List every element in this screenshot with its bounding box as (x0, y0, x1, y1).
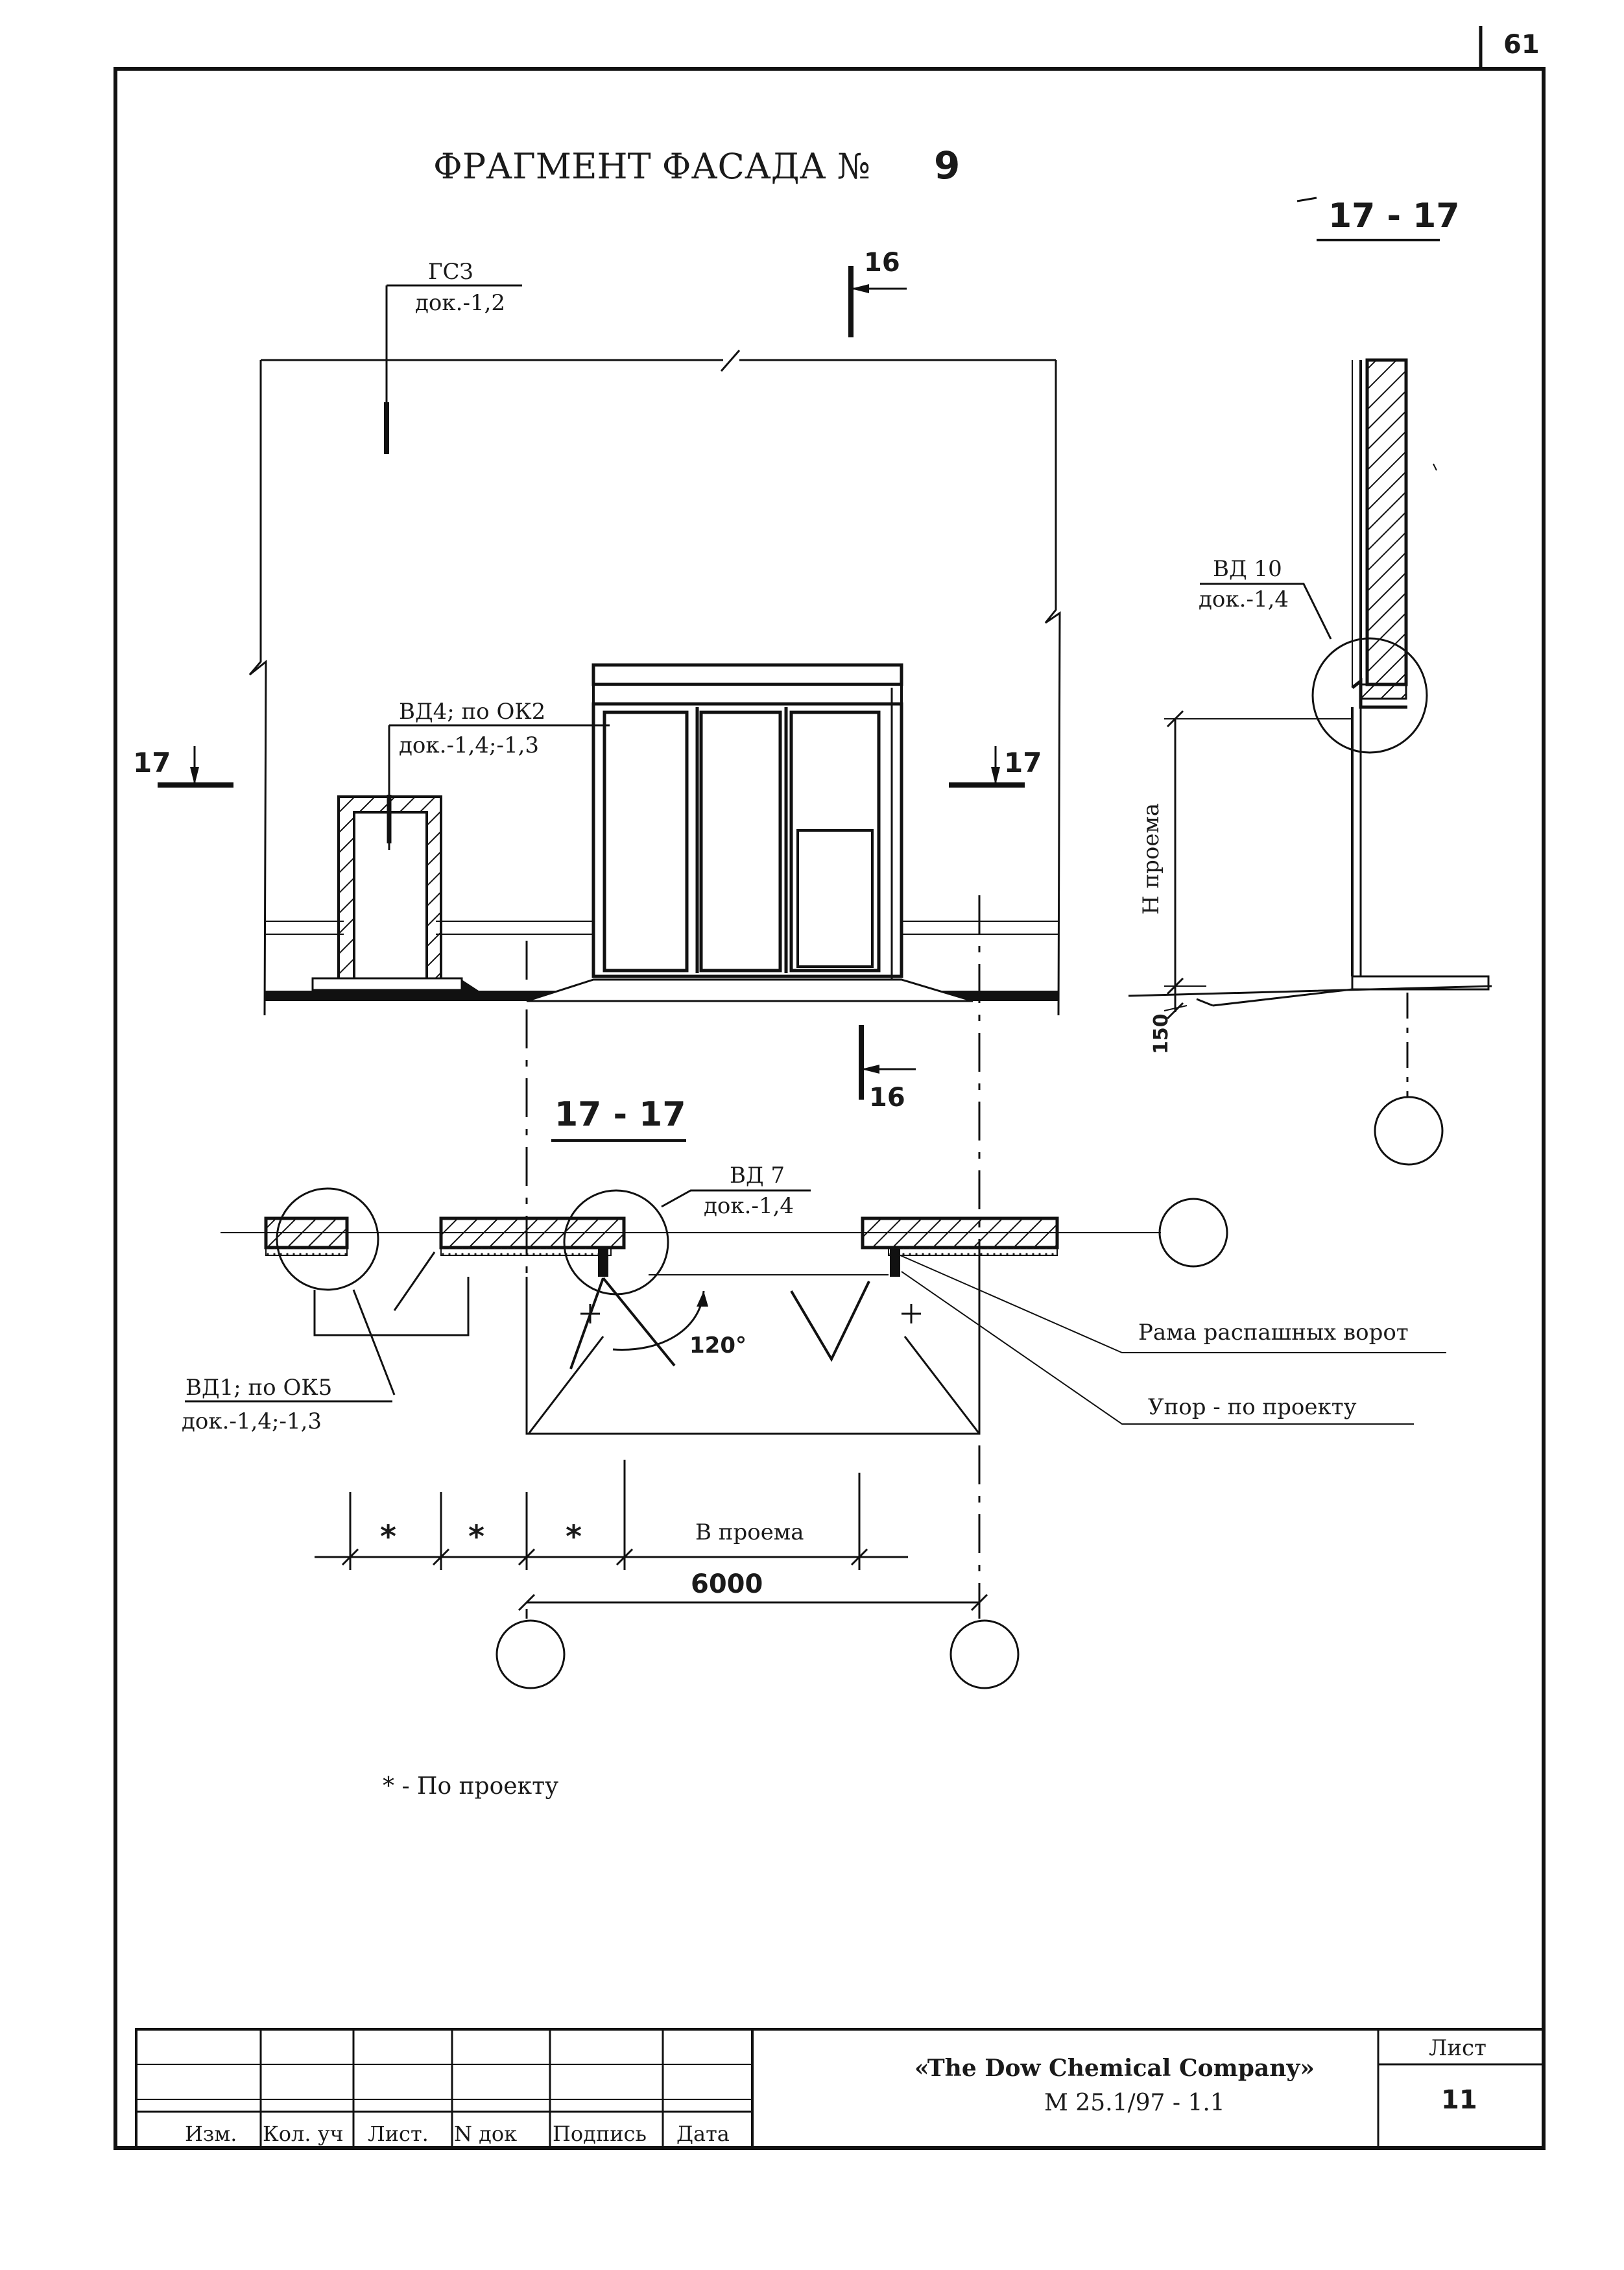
detail-circle-vd7 (563, 1189, 669, 1296)
dim-star-2: * (468, 1519, 484, 1555)
label-opening-width: В проема (695, 1519, 804, 1545)
plan-section-17-17: 17 - 17 120° ВД 7 док.- (182, 1095, 1446, 1689)
facade-elevation: ГСЗ док.-1,2 ВД4; по ОК2 док.-1,4;-1,3 1… (133, 248, 1061, 1609)
title-number: 9 (934, 143, 960, 187)
tb-col-n-dok: N док (454, 2121, 517, 2146)
callout-vd4-name: ВД4; по ОК2 (399, 699, 545, 725)
tb-col-izm: Изм. (185, 2121, 237, 2146)
callout-vd10-name: ВД 10 (1213, 556, 1282, 582)
title-block: Изм. Кол. уч Лист. N док Подпись Дата «T… (135, 2028, 1545, 2149)
side-section-title: 17 - 17 (1328, 197, 1460, 235)
axis-marker-side (1374, 1096, 1444, 1166)
side-section-17-17: 17 - 17 ВД 10 док.-1,4 Н проема 150 (1128, 197, 1492, 1166)
section-mark-16-top: 16 (864, 248, 900, 278)
callout-gs3-name: ГСЗ (428, 259, 473, 285)
section-mark-17-right: 17 (1004, 747, 1042, 779)
callout-vd7-name: ВД 7 (730, 1163, 785, 1189)
plan-section-title: 17 - 17 (555, 1095, 686, 1134)
label-gate-frame: Рама распашных ворот (1138, 1320, 1409, 1346)
callout-gs3-ref: док.-1,2 (415, 290, 505, 316)
callout-vd7-ref: док.-1,4 (704, 1193, 794, 1219)
tb-col-data: Дата (676, 2121, 730, 2146)
callout-vd1-name: ВД1; по ОК5 (185, 1375, 332, 1401)
section-mark-16-bottom: 16 (869, 1083, 905, 1113)
section-mark-17-left: 17 (133, 747, 171, 779)
label-stop: Упор - по проекту (1148, 1394, 1357, 1420)
tb-sheet-label: Лист (1429, 2035, 1487, 2061)
callout-vd10-ref: док.-1,4 (1199, 586, 1289, 612)
tb-col-podpis: Подпись (553, 2121, 647, 2146)
label-opening-height: Н проема (1138, 803, 1164, 915)
sheet-frame: 61 (113, 26, 1546, 2150)
axis-marker-right-bottom (949, 1619, 1020, 1689)
label-width-6000: 6000 (691, 1569, 763, 1599)
tb-col-list: Лист. (368, 2121, 429, 2146)
dim-star-3: * (566, 1519, 582, 1555)
label-angle: 120° (689, 1333, 746, 1358)
detail-circle-vd10 (1311, 637, 1428, 754)
dim-star-1: * (380, 1519, 396, 1555)
tb-company: «The Dow Chemical Company» (914, 2055, 1315, 2082)
drawing-title: ФРАГМЕНТ ФАСАДА № 9 (433, 143, 960, 187)
axis-marker-left (496, 1619, 566, 1689)
title-text: ФРАГМЕНТ ФАСАДА № (433, 146, 870, 187)
tb-col-kol-uch: Кол. уч (263, 2121, 344, 2146)
detail-circle-vd1 (276, 1187, 379, 1291)
tb-code: М 25.1/97 - 1.1 (1044, 2090, 1225, 2116)
callout-vd4-ref: док.-1,4;-1,3 (399, 732, 539, 758)
sheet-corner-number: 61 (1503, 30, 1540, 60)
label-height-150: 150 (1150, 1013, 1173, 1054)
callout-vd1-ref: док.-1,4;-1,3 (182, 1408, 322, 1434)
footnote: * - По проекту (383, 1773, 558, 1800)
axis-marker-right (1158, 1198, 1228, 1268)
gate (526, 663, 973, 1002)
tb-sheet-number: 11 (1441, 2085, 1477, 2115)
